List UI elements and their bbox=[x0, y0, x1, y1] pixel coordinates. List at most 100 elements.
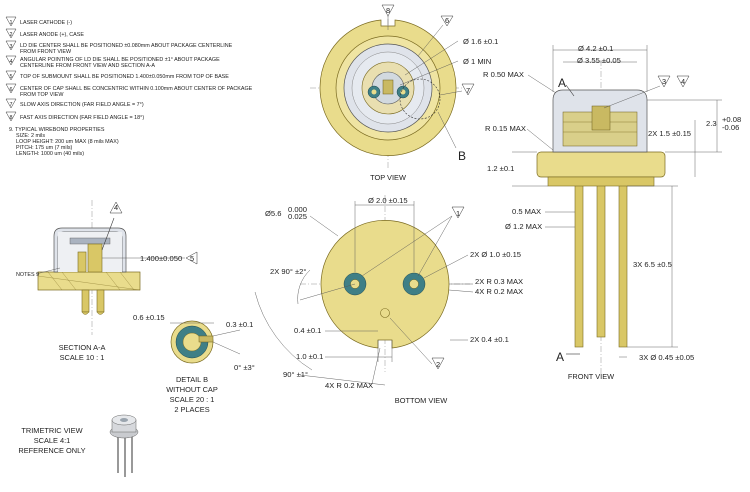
notes-block: 1 LASER CATHODE (-) 2 LASER ANODE (+), C… bbox=[5, 16, 253, 157]
note-1-num: 1 bbox=[10, 20, 13, 26]
top-dim-window: Ø 1.6 ±0.1 bbox=[463, 37, 498, 46]
note-6-text: CENTER OF CAP SHALL BE CONCENTRIC WITHIN… bbox=[20, 86, 253, 92]
section-a-bottom: A bbox=[556, 350, 564, 364]
front-dim-cap-outer: Ø 4.2 ±0.1 bbox=[578, 44, 613, 53]
section-a-a-view: 4 1.400±0.050 5 NOTES 9 SECTION A-A SCAL… bbox=[16, 200, 198, 362]
trimetric-scale: SCALE 4:1 bbox=[34, 436, 71, 445]
front-dim-height-a: 2.3 bbox=[706, 119, 717, 128]
note-9-line: LENGTH: 1000 um (40 mils) bbox=[16, 151, 84, 157]
bottom-dim-base-minus: 0.025 bbox=[288, 212, 307, 221]
section-callout-4: 4 bbox=[114, 203, 118, 212]
section-title: SECTION A-A bbox=[59, 343, 106, 352]
note-1-text: LASER CATHODE (-) bbox=[20, 20, 72, 26]
note-7-text: SLOW AXIS DIRECTION (FAR FIELD ANGLE = 7… bbox=[20, 102, 144, 108]
front-dim-lead-len: 3X 6.5 ±0.5 bbox=[633, 260, 672, 269]
bottom-dim-pcd: Ø 2.0 ±0.15 bbox=[368, 196, 408, 205]
top-callout-7: 7 bbox=[466, 86, 470, 95]
note-5: 5 TOP OF SUBMOUNT SHALL BE POSITIONED 1.… bbox=[5, 70, 229, 81]
section-dim-submount: 1.400±0.050 bbox=[140, 254, 182, 263]
note-3-num: 3 bbox=[10, 44, 13, 50]
bottom-dim-notch-w: 0.4 ±0.1 bbox=[294, 326, 321, 335]
note-4-num: 4 bbox=[10, 59, 13, 65]
detail-b-view: 0.6 ±0.15 0.3 ±0.1 0° ±3° DETAIL B WITHO… bbox=[133, 313, 255, 414]
note-4: 4 ANGULAR POINTING OF LD DIE SHALL BE PO… bbox=[5, 55, 220, 69]
detail-count: 2 PLACES bbox=[174, 405, 209, 414]
note-8: 8 FAST AXIS DIRECTION (FAR FIELD ANGLE =… bbox=[5, 111, 144, 122]
bottom-dim-notch-d: 1.0 ±0.1 bbox=[296, 352, 323, 361]
note-2-num: 2 bbox=[10, 32, 13, 38]
note-6-num: 6 bbox=[10, 87, 13, 93]
top-dim-aperture: Ø 1 MIN bbox=[463, 57, 491, 66]
bottom-callout-2: 2 bbox=[436, 360, 440, 369]
front-dim-cap-inner: Ø 3.55 ±0.05 bbox=[577, 56, 621, 65]
trimetric-note: REFERENCE ONLY bbox=[18, 446, 85, 455]
bottom-dim-notch-r: 4X R 0.2 MAX bbox=[325, 381, 373, 390]
bottom-view-title: BOTTOM VIEW bbox=[395, 396, 447, 405]
section-a-top: A bbox=[558, 76, 566, 90]
section-scale: SCALE 10 : 1 bbox=[60, 353, 105, 362]
bottom-dim-pin: 2X Ø 1.0 ±0.15 bbox=[470, 250, 521, 259]
bottom-dim-r1: 2X R 0.3 MAX bbox=[475, 277, 523, 286]
front-dim-base-thk: 2X 1.5 ±0.15 bbox=[648, 129, 691, 138]
section-base bbox=[37, 271, 141, 291]
front-callout-3: 3 bbox=[662, 77, 666, 86]
note-3: 3 LD DIE CENTER SHALL BE POSITIONED ±0.0… bbox=[5, 40, 233, 55]
note-3-text2: FROM FRONT VIEW bbox=[20, 49, 72, 55]
note-7: 7 SLOW AXIS DIRECTION (FAR FIELD ANGLE =… bbox=[5, 98, 144, 109]
note-4-text2: CENTERLINE FROM FRONT VIEW AND SECTION A… bbox=[20, 63, 155, 69]
note-5-text: TOP OF SUBMOUNT SHALL BE POSITIONED 1.40… bbox=[20, 74, 229, 80]
top-callout-6: 6 bbox=[445, 16, 449, 25]
top-view-title: TOP VIEW bbox=[370, 173, 406, 182]
note-9-line: PITCH: 175 um (7 mils) bbox=[16, 145, 73, 151]
note-2-text: LASER ANODE (+), CASE bbox=[20, 32, 84, 38]
front-callout-4: 4 bbox=[681, 77, 685, 86]
detail-dim-angle: 0° ±3° bbox=[234, 363, 255, 372]
bottom-dim-angle2: 90° ±1° bbox=[283, 370, 308, 379]
bottom-callout-1: 1 bbox=[456, 209, 460, 218]
detail-b-circle bbox=[399, 78, 441, 120]
note-7-num: 7 bbox=[10, 102, 13, 108]
note-9-title: 9. TYPICAL WIREBOND PROPERTIES bbox=[9, 127, 105, 133]
bottom-dim-slot: 2X 0.4 ±0.1 bbox=[470, 335, 509, 344]
front-view: A A Ø 4.2 ±0.1 Ø 3.55 ±0.05 R 0.50 MAX R… bbox=[483, 44, 741, 381]
detail-subtitle: WITHOUT CAP bbox=[166, 385, 218, 394]
note-3-text: LD DIE CENTER SHALL BE POSITIONED ±0.080… bbox=[20, 43, 233, 49]
lead-left bbox=[574, 184, 584, 348]
bottom-view-base bbox=[320, 220, 450, 349]
detail-scale: SCALE 20 : 1 bbox=[170, 395, 215, 404]
section-callout-5: 5 bbox=[190, 254, 194, 263]
trimetric-title: TRIMETRIC VIEW bbox=[21, 426, 82, 435]
top-callout-8: 8 bbox=[386, 6, 390, 15]
note-1: 1 LASER CATHODE (-) bbox=[5, 16, 72, 27]
note-9-line: LOOP HEIGHT: 200 um MAX (8 mils MAX) bbox=[16, 139, 119, 145]
front-dim-height-plus: +0.08 bbox=[722, 115, 741, 124]
front-flange bbox=[536, 151, 666, 178]
bottom-case-pin bbox=[380, 308, 390, 318]
note-6-text2: FROM TOP VIEW bbox=[20, 92, 64, 98]
note-2: 2 LASER ANODE (+), CASE bbox=[5, 28, 84, 39]
bottom-dim-base-plus: 0.000 bbox=[288, 205, 307, 214]
front-dim-lead-dia: 3X Ø 0.45 ±0.05 bbox=[639, 353, 694, 362]
bottom-dim-angle: 2X 90° ±2° bbox=[270, 267, 306, 276]
bottom-dim-base: Ø5.6 bbox=[265, 209, 281, 218]
lead-center bbox=[596, 184, 606, 338]
note-9: 9. TYPICAL WIREBOND PROPERTIES SIZE: 2 m… bbox=[9, 127, 119, 157]
note-5-num: 5 bbox=[10, 74, 13, 80]
note-4-text: ANGULAR POINTING OF LD DIE SHALL BE POSI… bbox=[20, 57, 220, 63]
front-dim-stub-dia: Ø 1.2 MAX bbox=[505, 222, 542, 231]
note-6: 6 CENTER OF CAP SHALL BE CONCENTRIC WITH… bbox=[5, 83, 253, 98]
bottom-dim-r2: 4X R 0.2 MAX bbox=[475, 287, 523, 296]
front-dim-radius-shoulder: R 0.15 MAX bbox=[485, 124, 526, 133]
lead-right bbox=[618, 184, 628, 348]
detail-b-label: B bbox=[458, 149, 466, 163]
detail-title: DETAIL B bbox=[176, 375, 208, 384]
trimetric-view: TRIMETRIC VIEW SCALE 4:1 REFERENCE ONLY bbox=[18, 414, 139, 477]
note-8-text: FAST AXIS DIRECTION (FAR FIELD ANGLE = 1… bbox=[20, 115, 144, 121]
front-dim-radius-top: R 0.50 MAX bbox=[483, 70, 524, 79]
section-notes-tag: NOTES 9 bbox=[16, 272, 39, 278]
detail-dim-width: 0.6 ±0.15 bbox=[133, 313, 165, 322]
note-9-line: SIZE: 2 mils bbox=[16, 133, 45, 139]
front-dim-height-minus: -0.06 bbox=[722, 123, 739, 132]
detail-dim-gap: 0.3 ±0.1 bbox=[226, 320, 253, 329]
